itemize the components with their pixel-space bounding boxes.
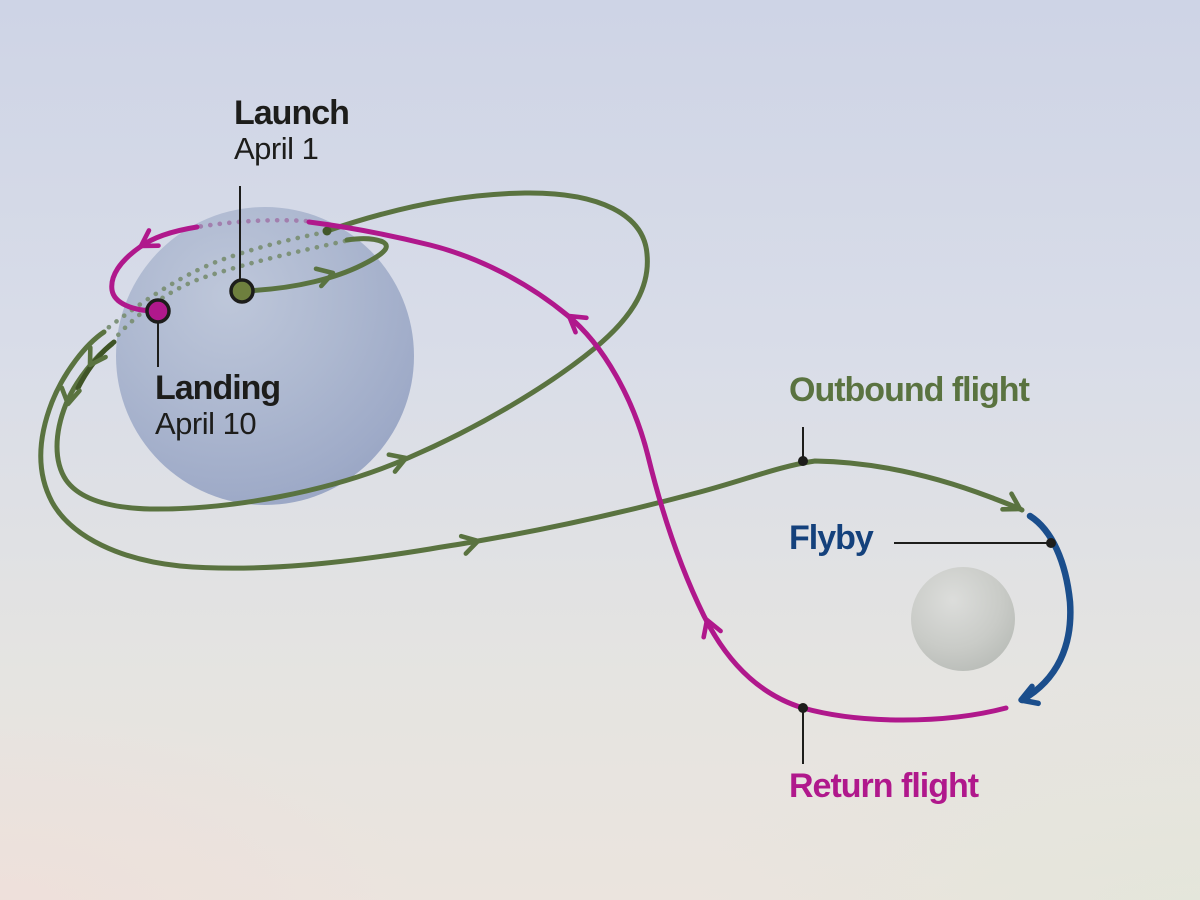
flyby-arc xyxy=(1018,512,1074,704)
landing-point xyxy=(145,298,171,324)
launch-orbit-hook-path xyxy=(240,236,389,294)
launch-date: April 1 xyxy=(234,130,319,166)
landing-label: Landing April 10 xyxy=(155,369,281,441)
moon-sphere xyxy=(911,567,1015,671)
flyby-anchor-dot xyxy=(1046,538,1056,548)
launch-label: Launch April 1 xyxy=(234,94,350,166)
landing-title: Landing xyxy=(155,369,281,407)
landing-hook-path xyxy=(109,224,200,314)
return-behind-earth-dotted-path xyxy=(194,217,309,230)
earth-sphere xyxy=(116,207,414,505)
launch-point xyxy=(229,278,255,304)
return-trajectory-path xyxy=(306,219,1009,723)
landing-date: April 10 xyxy=(155,405,257,441)
return-flight-label: Return flight xyxy=(789,767,979,805)
outbound-to-moon-path xyxy=(38,329,1025,571)
outbound-path-end-dot xyxy=(322,226,332,236)
outbound-behind-earth-dotted-path-1 xyxy=(110,238,348,344)
flyby-label: Flyby xyxy=(789,519,874,557)
outbound-inner-loop-path xyxy=(54,190,650,512)
outbound-behind-earth-dotted-path-2 xyxy=(101,229,329,334)
outbound-flight-label: Outbound flight xyxy=(789,371,1030,409)
launch-title: Launch xyxy=(234,94,350,132)
outbound-anchor-dot xyxy=(798,456,808,466)
return-anchor-dot xyxy=(798,703,808,713)
